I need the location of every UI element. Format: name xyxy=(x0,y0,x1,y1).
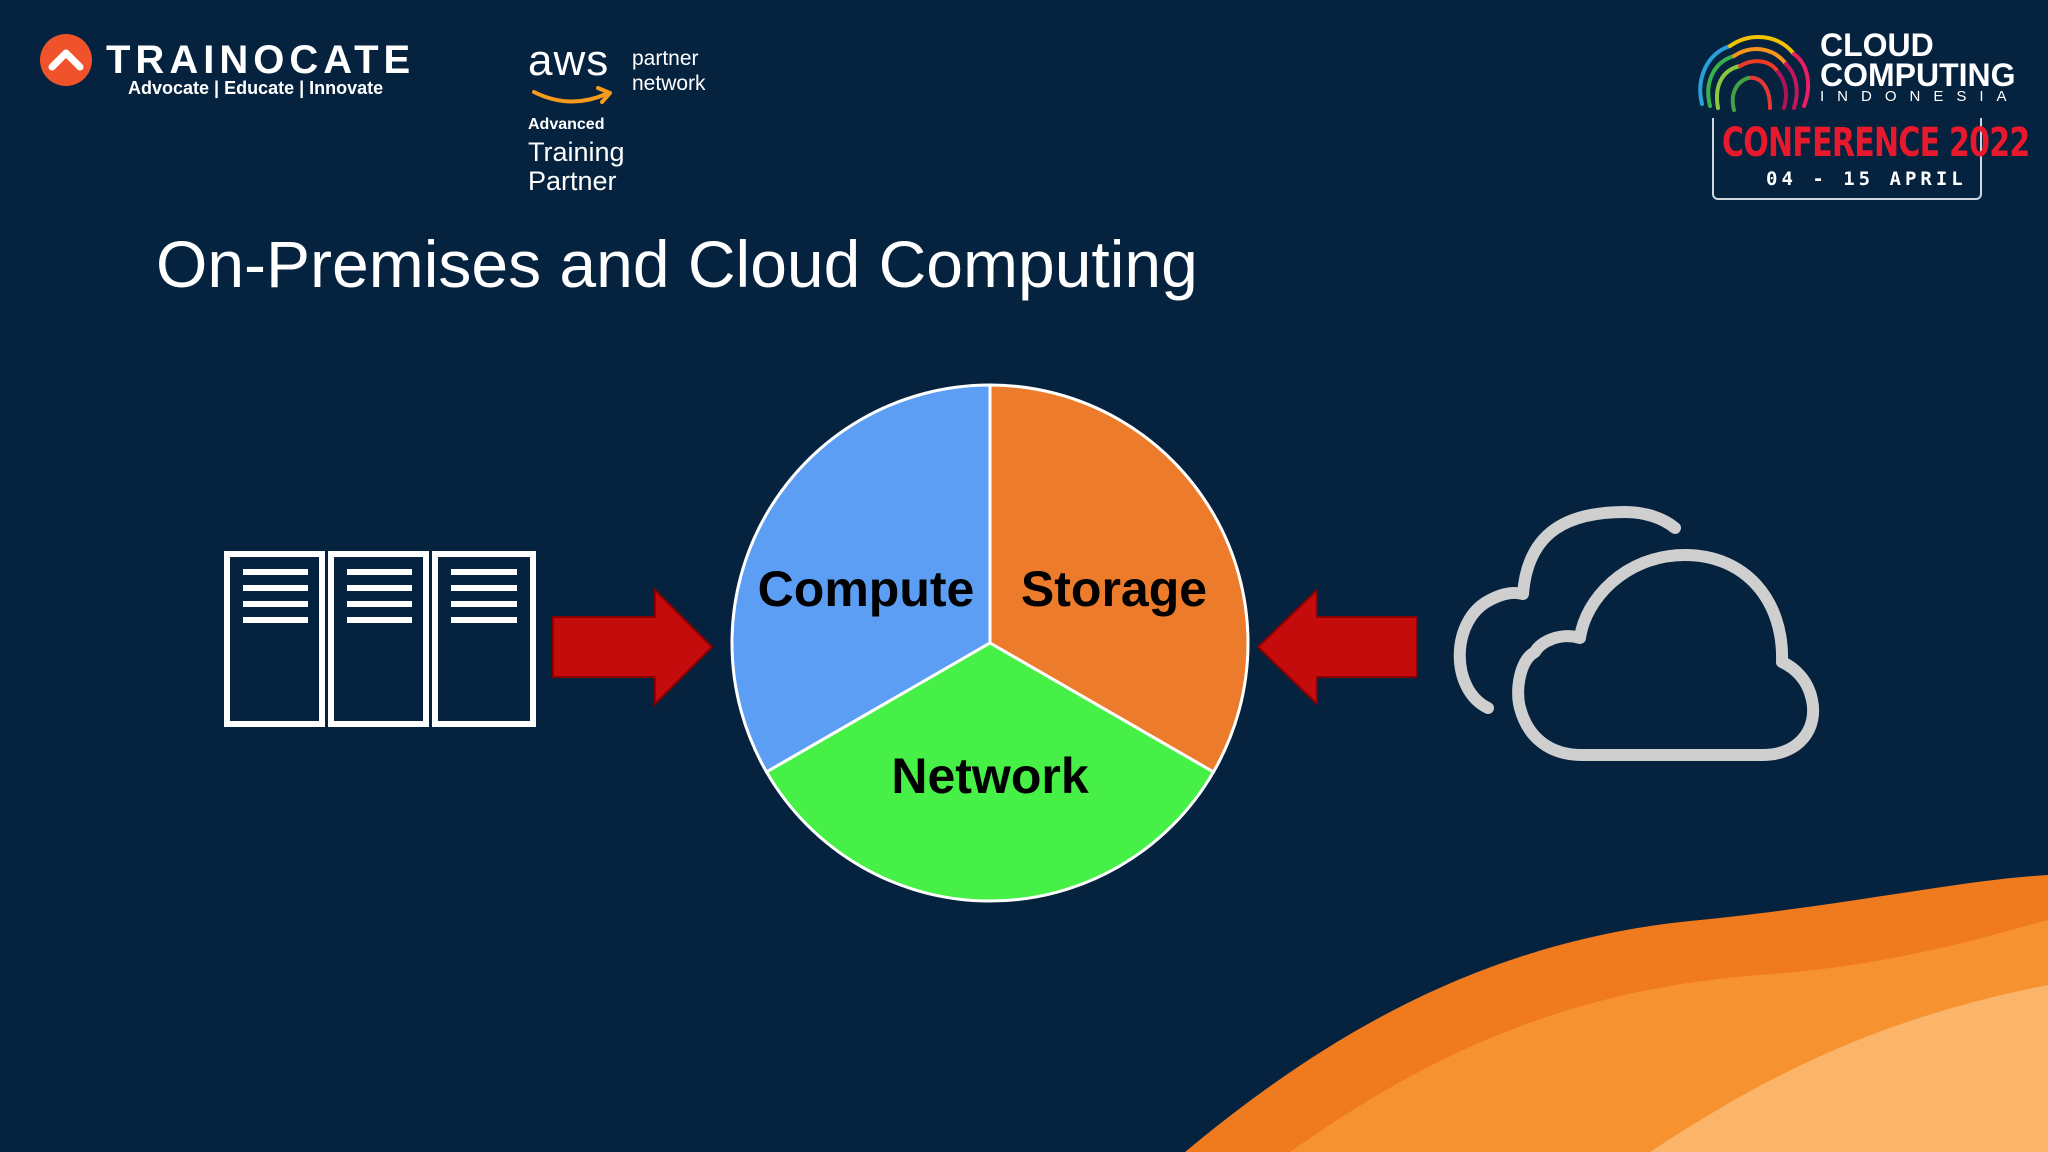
aws-partner-network-text: partner network xyxy=(632,46,706,96)
conference-title: CLOUD COMPUTING xyxy=(1820,27,2016,93)
aws-partner-logo: aws partner network Advanced Training Pa… xyxy=(528,36,748,206)
aws-training-line2: Partner xyxy=(528,166,617,196)
network-segment xyxy=(764,641,1216,903)
conference-dates: 04 - 15 APRIL xyxy=(1766,168,1967,190)
storage-segment xyxy=(988,383,1250,775)
trainocate-mark-icon xyxy=(40,34,92,86)
trainocate-logo: TRAINOCATE Advocate | Educate | Innovate xyxy=(40,34,420,104)
conference-title-line1: CLOUD xyxy=(1820,27,1934,63)
conference-country: INDONESIA xyxy=(1820,88,2020,105)
conference-event: CONFERENCE 2022 xyxy=(1722,120,2030,166)
compute-segment xyxy=(730,383,992,775)
aws-partner-line2: network xyxy=(632,72,706,95)
network-label: Network xyxy=(891,748,1088,804)
compute-label: Compute xyxy=(758,561,975,617)
resource-pie xyxy=(730,383,1250,903)
conference-title-line2: COMPUTING xyxy=(1820,57,2016,93)
arrow-right-icon xyxy=(552,587,714,707)
cloud-icon xyxy=(1453,506,1820,761)
aws-partner-line1: partner xyxy=(632,47,699,70)
conference-logo: CLOUD COMPUTING INDONESIA CONFERENCE 202… xyxy=(1690,24,2030,204)
storage-label: Storage xyxy=(1021,561,1207,617)
arrow-left-icon xyxy=(1256,587,1418,707)
slide-title: On-Premises and Cloud Computing xyxy=(156,227,1198,301)
fingerprint-cloud-icon xyxy=(1698,34,1811,112)
aws-tier-label: Advanced xyxy=(528,116,605,133)
aws-training-line1: Training xyxy=(528,137,625,167)
trainocate-name: TRAINOCATE xyxy=(106,38,416,82)
server-racks-icon xyxy=(224,551,536,727)
aws-training-partner-text: Training Partner xyxy=(528,138,625,196)
conference-frame xyxy=(1712,118,1982,200)
aws-wordmark: aws xyxy=(528,36,610,85)
trainocate-tagline: Advocate | Educate | Innovate xyxy=(128,78,384,98)
aws-smile-icon xyxy=(532,86,612,104)
